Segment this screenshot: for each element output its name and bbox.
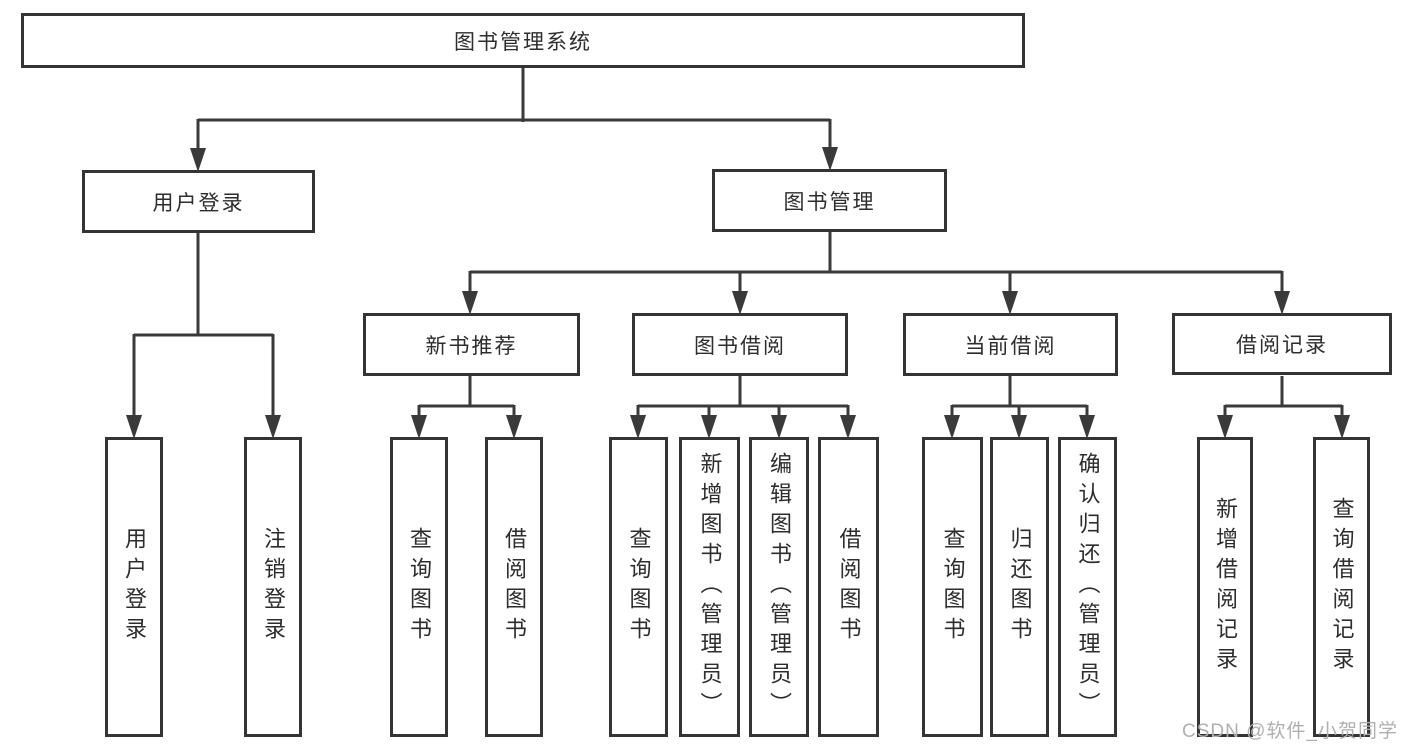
arrow-down-icon bbox=[840, 415, 856, 439]
arrow-down-icon bbox=[411, 415, 427, 439]
arrow-down-icon bbox=[190, 148, 206, 172]
leaf-newbooks-query: 查询图书 bbox=[390, 437, 448, 737]
leaf-user-login: 用户登录 bbox=[105, 437, 163, 737]
leaf-borrow-edit-admin: 编辑图书（管理员） bbox=[749, 437, 809, 737]
arrow-down-icon bbox=[701, 415, 717, 439]
arrow-down-icon bbox=[822, 147, 838, 171]
arrow-down-icon bbox=[126, 415, 142, 439]
leaf-current-confirm-admin: 确认归还（管理员） bbox=[1058, 437, 1117, 737]
node-user-login: 用户登录 bbox=[82, 170, 315, 233]
arrow-down-icon bbox=[1011, 415, 1027, 439]
node-current-borrow: 当前借阅 bbox=[903, 313, 1118, 376]
node-new-book-recommend: 新书推荐 bbox=[363, 313, 580, 376]
arrow-down-icon bbox=[1002, 291, 1018, 315]
arrow-down-icon bbox=[732, 291, 748, 315]
arrow-down-icon bbox=[1334, 415, 1350, 439]
arrow-down-icon bbox=[944, 415, 960, 439]
leaf-borrow-add-admin: 新增图书（管理员） bbox=[679, 437, 740, 737]
leaf-current-query: 查询图书 bbox=[922, 437, 983, 737]
arrow-down-icon bbox=[462, 291, 478, 315]
leaf-records-add: 新增借阅记录 bbox=[1197, 437, 1253, 737]
arrowheads bbox=[126, 147, 1350, 439]
node-root: 图书管理系统 bbox=[21, 13, 1025, 68]
arrow-down-icon bbox=[506, 415, 522, 439]
arrow-down-icon bbox=[771, 415, 787, 439]
node-book-borrow: 图书借阅 bbox=[632, 313, 848, 376]
leaf-borrow-borrow: 借阅图书 bbox=[818, 437, 879, 737]
leaf-logout: 注销登录 bbox=[244, 437, 302, 737]
arrow-down-icon bbox=[630, 415, 646, 439]
arrow-down-icon bbox=[1079, 415, 1095, 439]
leaf-newbooks-borrow: 借阅图书 bbox=[485, 437, 543, 737]
node-borrow-records: 借阅记录 bbox=[1172, 313, 1392, 375]
arrow-down-icon bbox=[265, 415, 281, 439]
leaf-records-query: 查询借阅记录 bbox=[1313, 437, 1370, 737]
arrow-down-icon bbox=[1274, 291, 1290, 315]
leaf-current-return: 归还图书 bbox=[990, 437, 1049, 737]
connector-path bbox=[132, 68, 1344, 418]
leaf-borrow-query: 查询图书 bbox=[609, 437, 668, 737]
arrow-down-icon bbox=[1217, 415, 1233, 439]
node-book-management: 图书管理 bbox=[712, 169, 947, 232]
watermark: CSDN @软件_小贺同学 bbox=[1182, 721, 1398, 742]
